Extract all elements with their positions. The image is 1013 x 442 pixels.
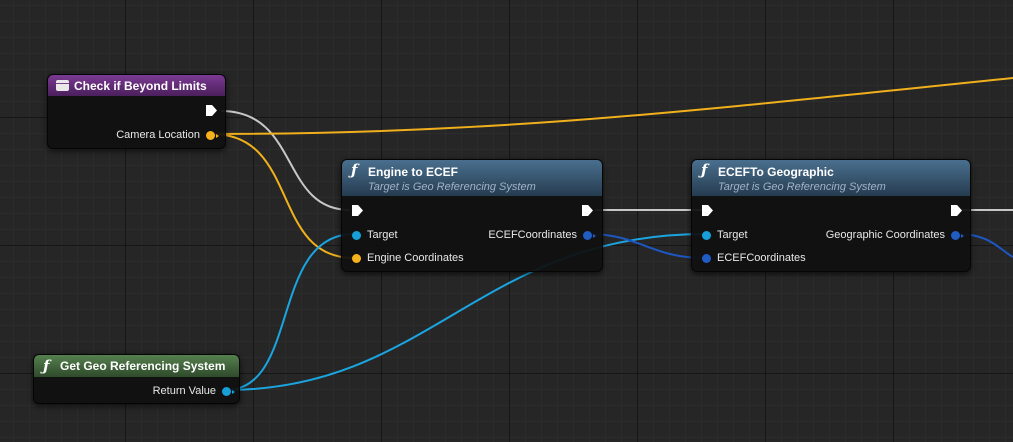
pin-label: Engine Coordinates bbox=[367, 252, 464, 264]
ecef-coordinates-output-pin[interactable]: ECEFCoordinates bbox=[482, 229, 596, 241]
node-header: ƒ Get Geo Referencing System bbox=[34, 355, 239, 377]
pin-label: Target bbox=[367, 229, 398, 241]
pin-label: Camera Location bbox=[116, 129, 200, 141]
struct-pin-icon bbox=[951, 230, 964, 240]
exec-input-pin[interactable] bbox=[352, 205, 363, 216]
function-icon: ƒ bbox=[43, 357, 50, 375]
vector-wire bbox=[211, 133, 355, 259]
exec-arrow-icon bbox=[582, 205, 593, 216]
exec-output-pin[interactable] bbox=[206, 105, 217, 116]
pin-label: Target bbox=[717, 229, 748, 241]
object-wire bbox=[225, 233, 706, 391]
struct-pin-icon bbox=[702, 253, 711, 263]
macro-icon bbox=[56, 80, 69, 91]
exec-output-pin[interactable] bbox=[582, 205, 593, 216]
exec-arrow-icon bbox=[206, 105, 217, 116]
node-header: Check if Beyond Limits bbox=[48, 75, 225, 96]
engine-coordinates-pin[interactable]: Engine Coordinates bbox=[352, 252, 470, 264]
geographic-coordinates-output-pin[interactable]: Geographic Coordinates bbox=[820, 229, 964, 241]
vector-pin-icon bbox=[352, 253, 361, 263]
exec-input-pin[interactable] bbox=[702, 205, 713, 216]
check-if-beyond-limits-node[interactable]: Check if Beyond Limits Camera Location bbox=[47, 74, 226, 149]
ecef-to-geographic-node[interactable]: ƒ ECEFTo Geographic Target is Geo Refere… bbox=[691, 159, 971, 272]
node-header: ƒ ECEFTo Geographic Target is Geo Refere… bbox=[692, 160, 970, 196]
pin-label: ECEFCoordinates bbox=[488, 229, 577, 241]
object-pin-icon bbox=[222, 386, 235, 396]
target-pin[interactable]: Target bbox=[352, 229, 404, 241]
target-pin[interactable]: Target bbox=[702, 229, 754, 241]
object-pin-icon bbox=[702, 230, 711, 240]
vector-wire bbox=[211, 77, 1013, 135]
ecef-coordinates-input-pin[interactable]: ECEFCoordinates bbox=[702, 252, 812, 264]
function-icon: ƒ bbox=[701, 161, 708, 179]
object-pin-icon bbox=[352, 230, 361, 240]
struct-pin-icon bbox=[583, 230, 596, 240]
engine-to-ecef-node[interactable]: ƒ Engine to ECEF Target is Geo Referenci… bbox=[341, 159, 603, 272]
vector-pin-icon bbox=[206, 130, 219, 140]
node-title: Engine to ECEF bbox=[368, 165, 458, 179]
struct-wire bbox=[587, 233, 706, 259]
pin-label: ECEFCoordinates bbox=[717, 252, 806, 264]
exec-arrow-icon bbox=[352, 205, 363, 216]
exec-arrow-icon bbox=[702, 205, 713, 216]
node-subtitle: Target is Geo Referencing System bbox=[718, 181, 886, 193]
pin-label: Geographic Coordinates bbox=[825, 229, 945, 241]
node-title: Get Geo Referencing System bbox=[60, 359, 226, 373]
pin-label: Return Value bbox=[152, 385, 216, 397]
node-header: ƒ Engine to ECEF Target is Geo Referenci… bbox=[342, 160, 602, 196]
get-geo-referencing-system-node[interactable]: ƒ Get Geo Referencing System Return Valu… bbox=[33, 354, 240, 404]
node-subtitle: Target is Geo Referencing System bbox=[368, 181, 536, 193]
object-wire bbox=[225, 233, 355, 391]
exec-wire bbox=[220, 110, 351, 211]
node-title: Check if Beyond Limits bbox=[74, 79, 207, 93]
camera-location-pin[interactable]: Camera Location bbox=[110, 129, 219, 141]
exec-output-pin[interactable] bbox=[951, 205, 962, 216]
exec-arrow-icon bbox=[951, 205, 962, 216]
return-value-pin[interactable]: Return Value bbox=[147, 385, 235, 397]
function-icon: ƒ bbox=[351, 161, 358, 179]
node-title: ECEFTo Geographic bbox=[718, 165, 834, 179]
